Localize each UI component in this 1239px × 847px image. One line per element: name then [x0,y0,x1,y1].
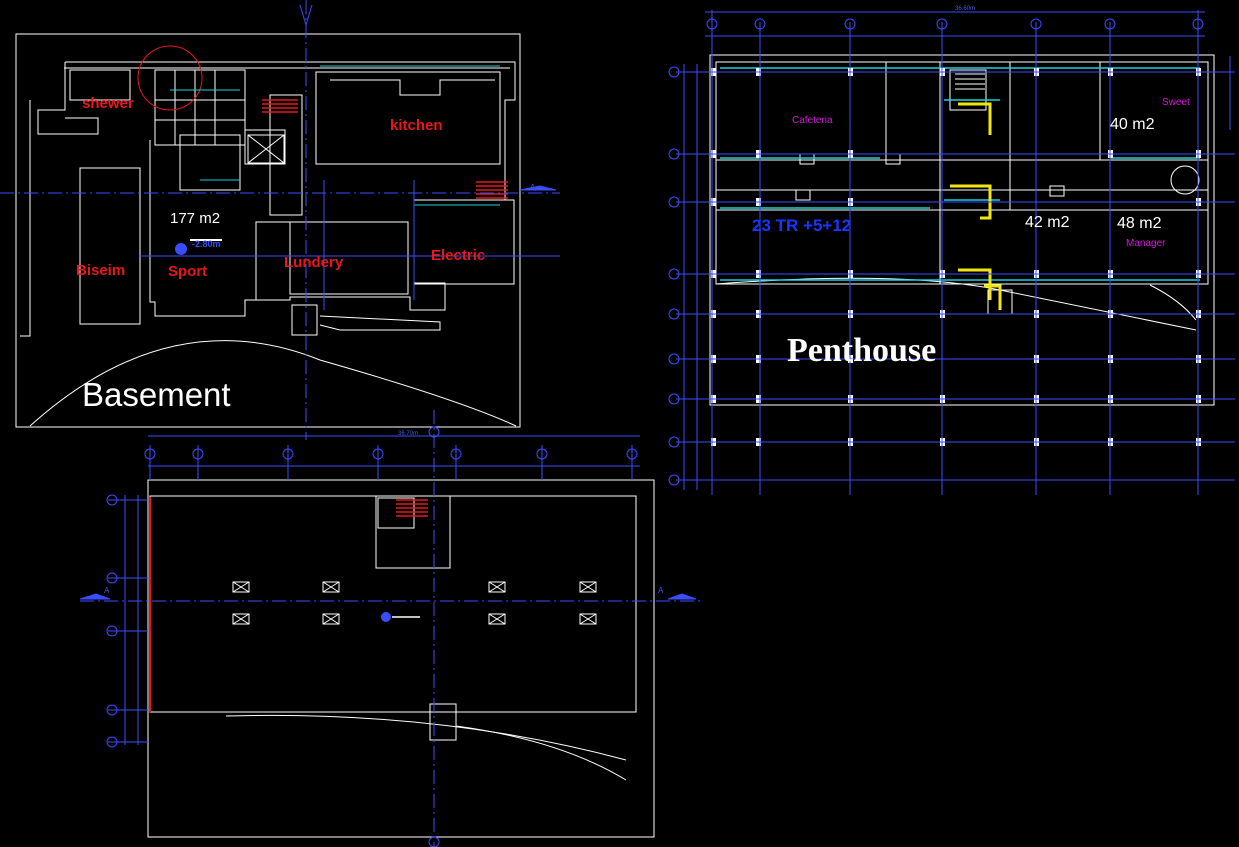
penthouse-columns [950,102,1002,310]
pool-outline [79,167,141,325]
penthouse-glazing [720,67,1200,281]
room-label-shower: shewer [82,95,134,112]
roof-level-marker [381,612,391,622]
penthouse-area-3: 40 m2 [1110,116,1155,133]
roof-section-mark-right: A [658,586,664,595]
roof-stairs [396,499,428,517]
roof-section-mark-left: A [104,586,110,595]
basement-glazing [170,65,500,206]
room-label-sweet: Sweet [1162,97,1190,108]
penthouse-dimensions [676,10,1235,495]
basement-level-mark: -2.80m [192,239,221,249]
room-label-biseim: Biseim [76,262,126,279]
room-label-manager: Manager [1126,238,1166,249]
basement-area: 177 m2 [170,210,221,227]
room-label-cafeteria: Cafeteria [792,115,833,126]
level-marker [175,243,187,255]
roof-plan [147,479,655,838]
penthouse-area-1: 42 m2 [1025,214,1070,231]
room-label-electric: Electric [431,247,486,264]
basement-section-mark: A [530,183,536,192]
penthouse-stairs [955,73,985,90]
penthouse-total-dim: 36.60m [955,6,976,12]
penthouse-load: 23 TR +5+12 [752,216,852,235]
basement-axes [0,0,560,440]
room-label-lundery: Lundery [284,254,344,271]
penthouse-title: Penthouse [787,332,937,369]
room-label-sport: Sport [168,263,208,280]
room-label-kitchen: kitchen [390,117,443,134]
basement-stairs [262,99,508,199]
roof-total-dim: 36.70m [398,431,419,437]
basement-title: Basement [82,376,231,413]
roof-dimensions [79,410,700,847]
basement-plan [15,33,521,428]
penthouse-grid-bubbles [668,18,1204,486]
detail-circle [137,45,203,111]
penthouse-area-2: 48 m2 [1117,215,1162,232]
